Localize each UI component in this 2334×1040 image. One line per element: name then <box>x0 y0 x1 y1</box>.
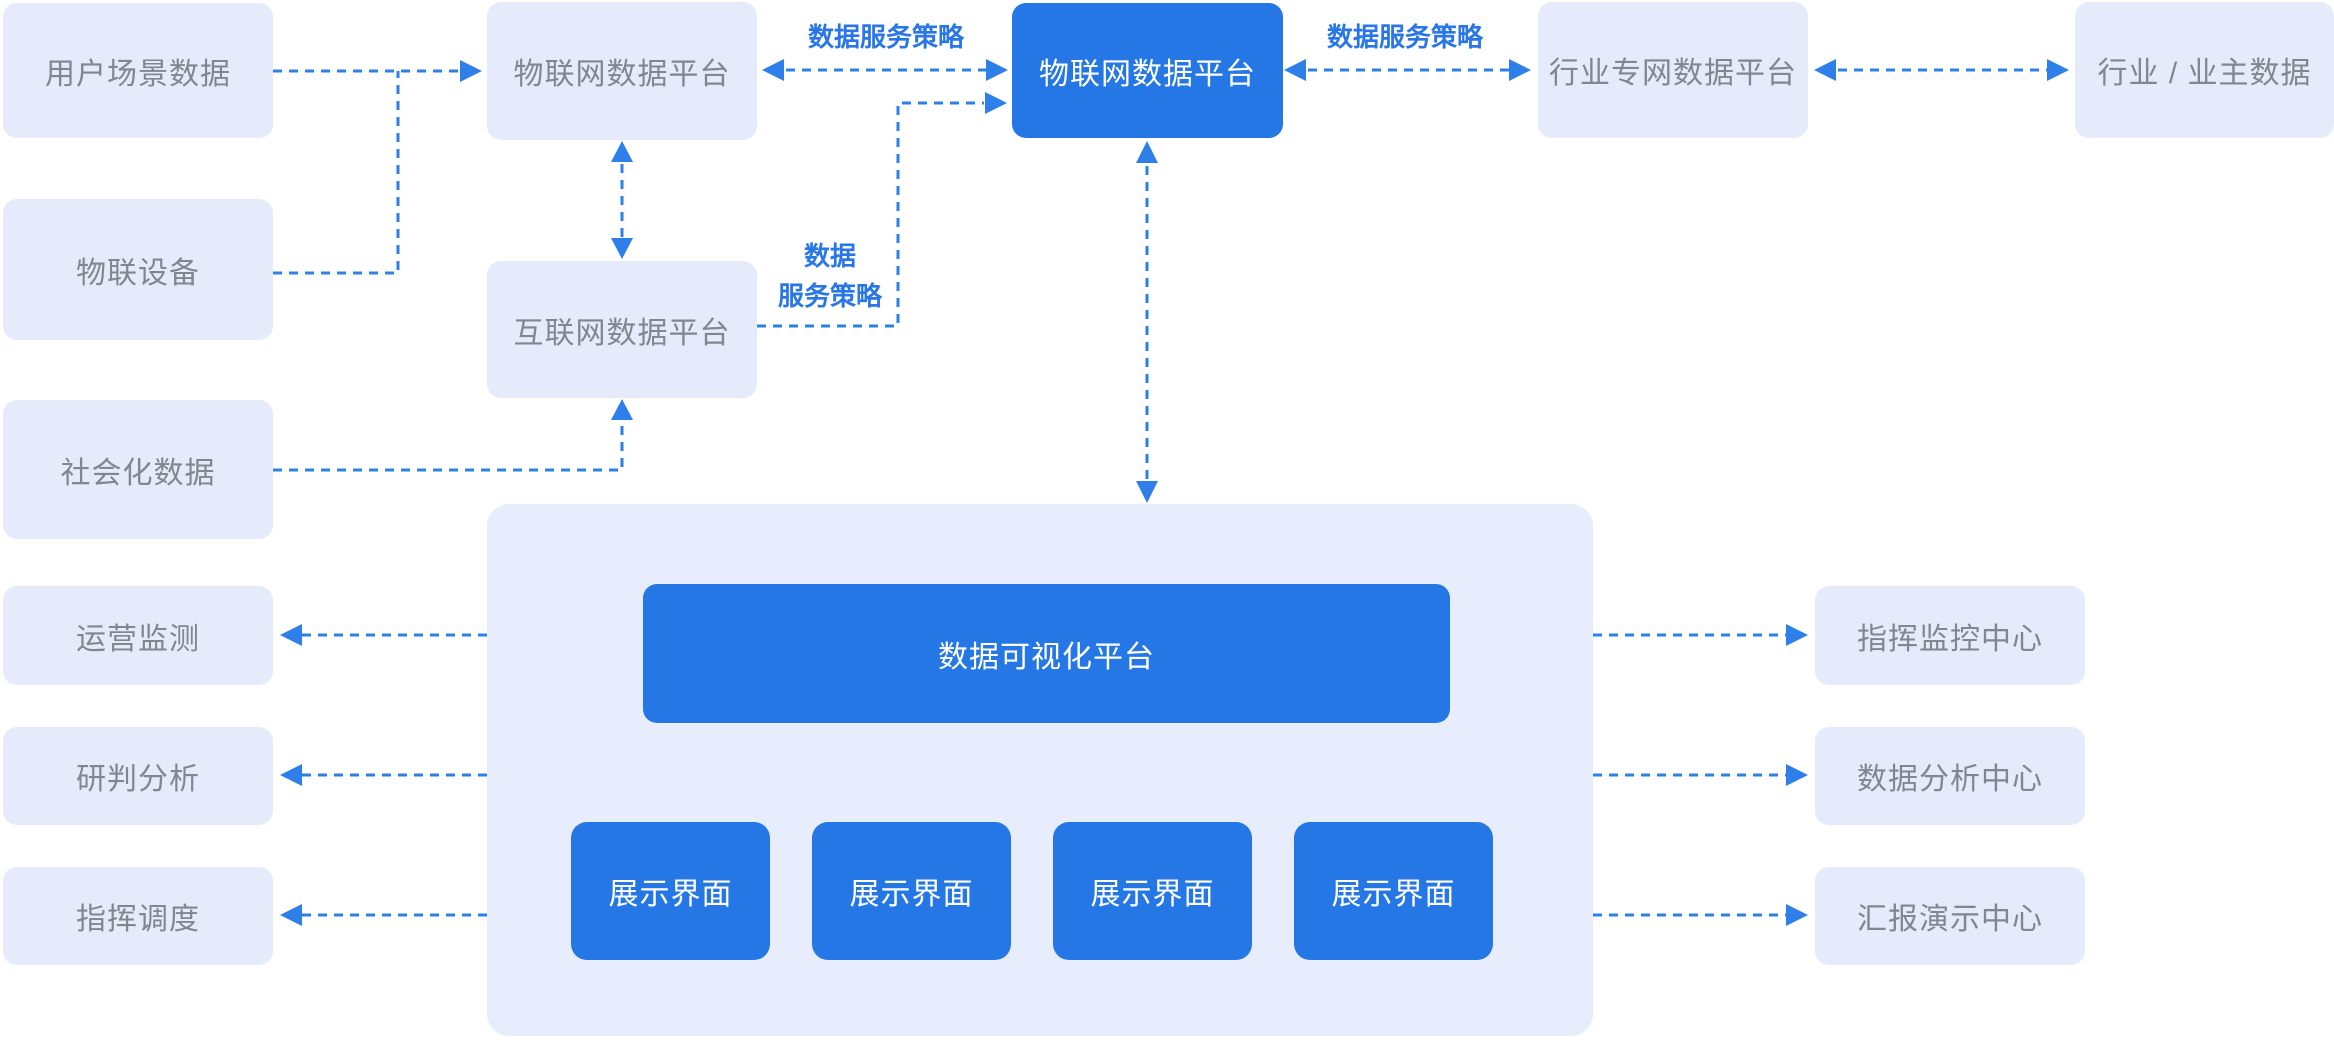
node-iot-devices: 物联设备 <box>3 199 273 340</box>
node-label: 物联网数据平台 <box>1039 57 1256 91</box>
node-label: 研判分析 <box>76 763 200 796</box>
edge-label-line-1: 数据 <box>803 241 856 271</box>
node-display-interface-2: 展示界面 <box>812 822 1011 960</box>
edge-label-right-service-policy: 数据服务策略 <box>1326 22 1483 52</box>
node-command-dispatch: 指挥调度 <box>3 867 273 965</box>
node-display-interface-4: 展示界面 <box>1294 822 1493 960</box>
node-social-data: 社会化数据 <box>3 400 273 539</box>
node-analysis-judgment: 研判分析 <box>3 727 273 825</box>
node-label: 数据可视化平台 <box>938 640 1155 674</box>
edge-label-line-2: 服务策略 <box>777 281 882 311</box>
edge-label-internet-service-policy: 数据 服务策略 <box>730 236 930 316</box>
node-label: 展示界面 <box>849 878 974 911</box>
node-command-monitoring-center: 指挥监控中心 <box>1815 586 2085 685</box>
node-label: 数据分析中心 <box>1857 763 2043 796</box>
node-label: 展示界面 <box>1331 878 1456 911</box>
node-display-interface-1: 展示界面 <box>571 822 770 960</box>
edge-label-left-service-policy: 数据服务策略 <box>807 22 964 52</box>
node-label: 指挥监控中心 <box>1857 622 2043 656</box>
node-iot-data-platform-left: 物联网数据平台 <box>487 2 757 140</box>
node-industry-private-network-platform: 行业专网数据平台 <box>1538 2 1808 138</box>
node-label: 行业 / 业主数据 <box>2097 57 2312 90</box>
edge-iot-devices-junction <box>273 71 400 275</box>
node-label: 用户场景数据 <box>45 57 231 91</box>
node-user-scene-data: 用户场景数据 <box>3 3 273 138</box>
node-label: 展示界面 <box>608 878 733 911</box>
node-label: 行业专网数据平台 <box>1549 57 1797 90</box>
node-operation-monitoring: 运营监测 <box>3 586 273 685</box>
node-label: 指挥调度 <box>76 903 200 936</box>
node-label: 运营监测 <box>76 622 200 656</box>
node-data-analysis-center: 数据分析中心 <box>1815 727 2085 825</box>
node-label: 社会化数据 <box>60 456 216 490</box>
node-label: 物联网数据平台 <box>513 58 731 91</box>
node-label: 物联设备 <box>76 256 200 290</box>
node-industry-owner-data: 行业 / 业主数据 <box>2075 2 2334 138</box>
node-internet-data-platform: 互联网数据平台 <box>487 261 757 398</box>
node-label: 汇报演示中心 <box>1857 903 2043 936</box>
node-data-visualization-platform: 数据可视化平台 <box>643 584 1450 723</box>
node-display-interface-3: 展示界面 <box>1053 822 1252 960</box>
node-label: 展示界面 <box>1090 878 1215 911</box>
node-report-presentation-center: 汇报演示中心 <box>1815 867 2085 965</box>
edge-social-to-internet <box>273 420 624 472</box>
node-label: 互联网数据平台 <box>513 316 731 350</box>
node-iot-data-platform-center: 物联网数据平台 <box>1012 3 1283 138</box>
